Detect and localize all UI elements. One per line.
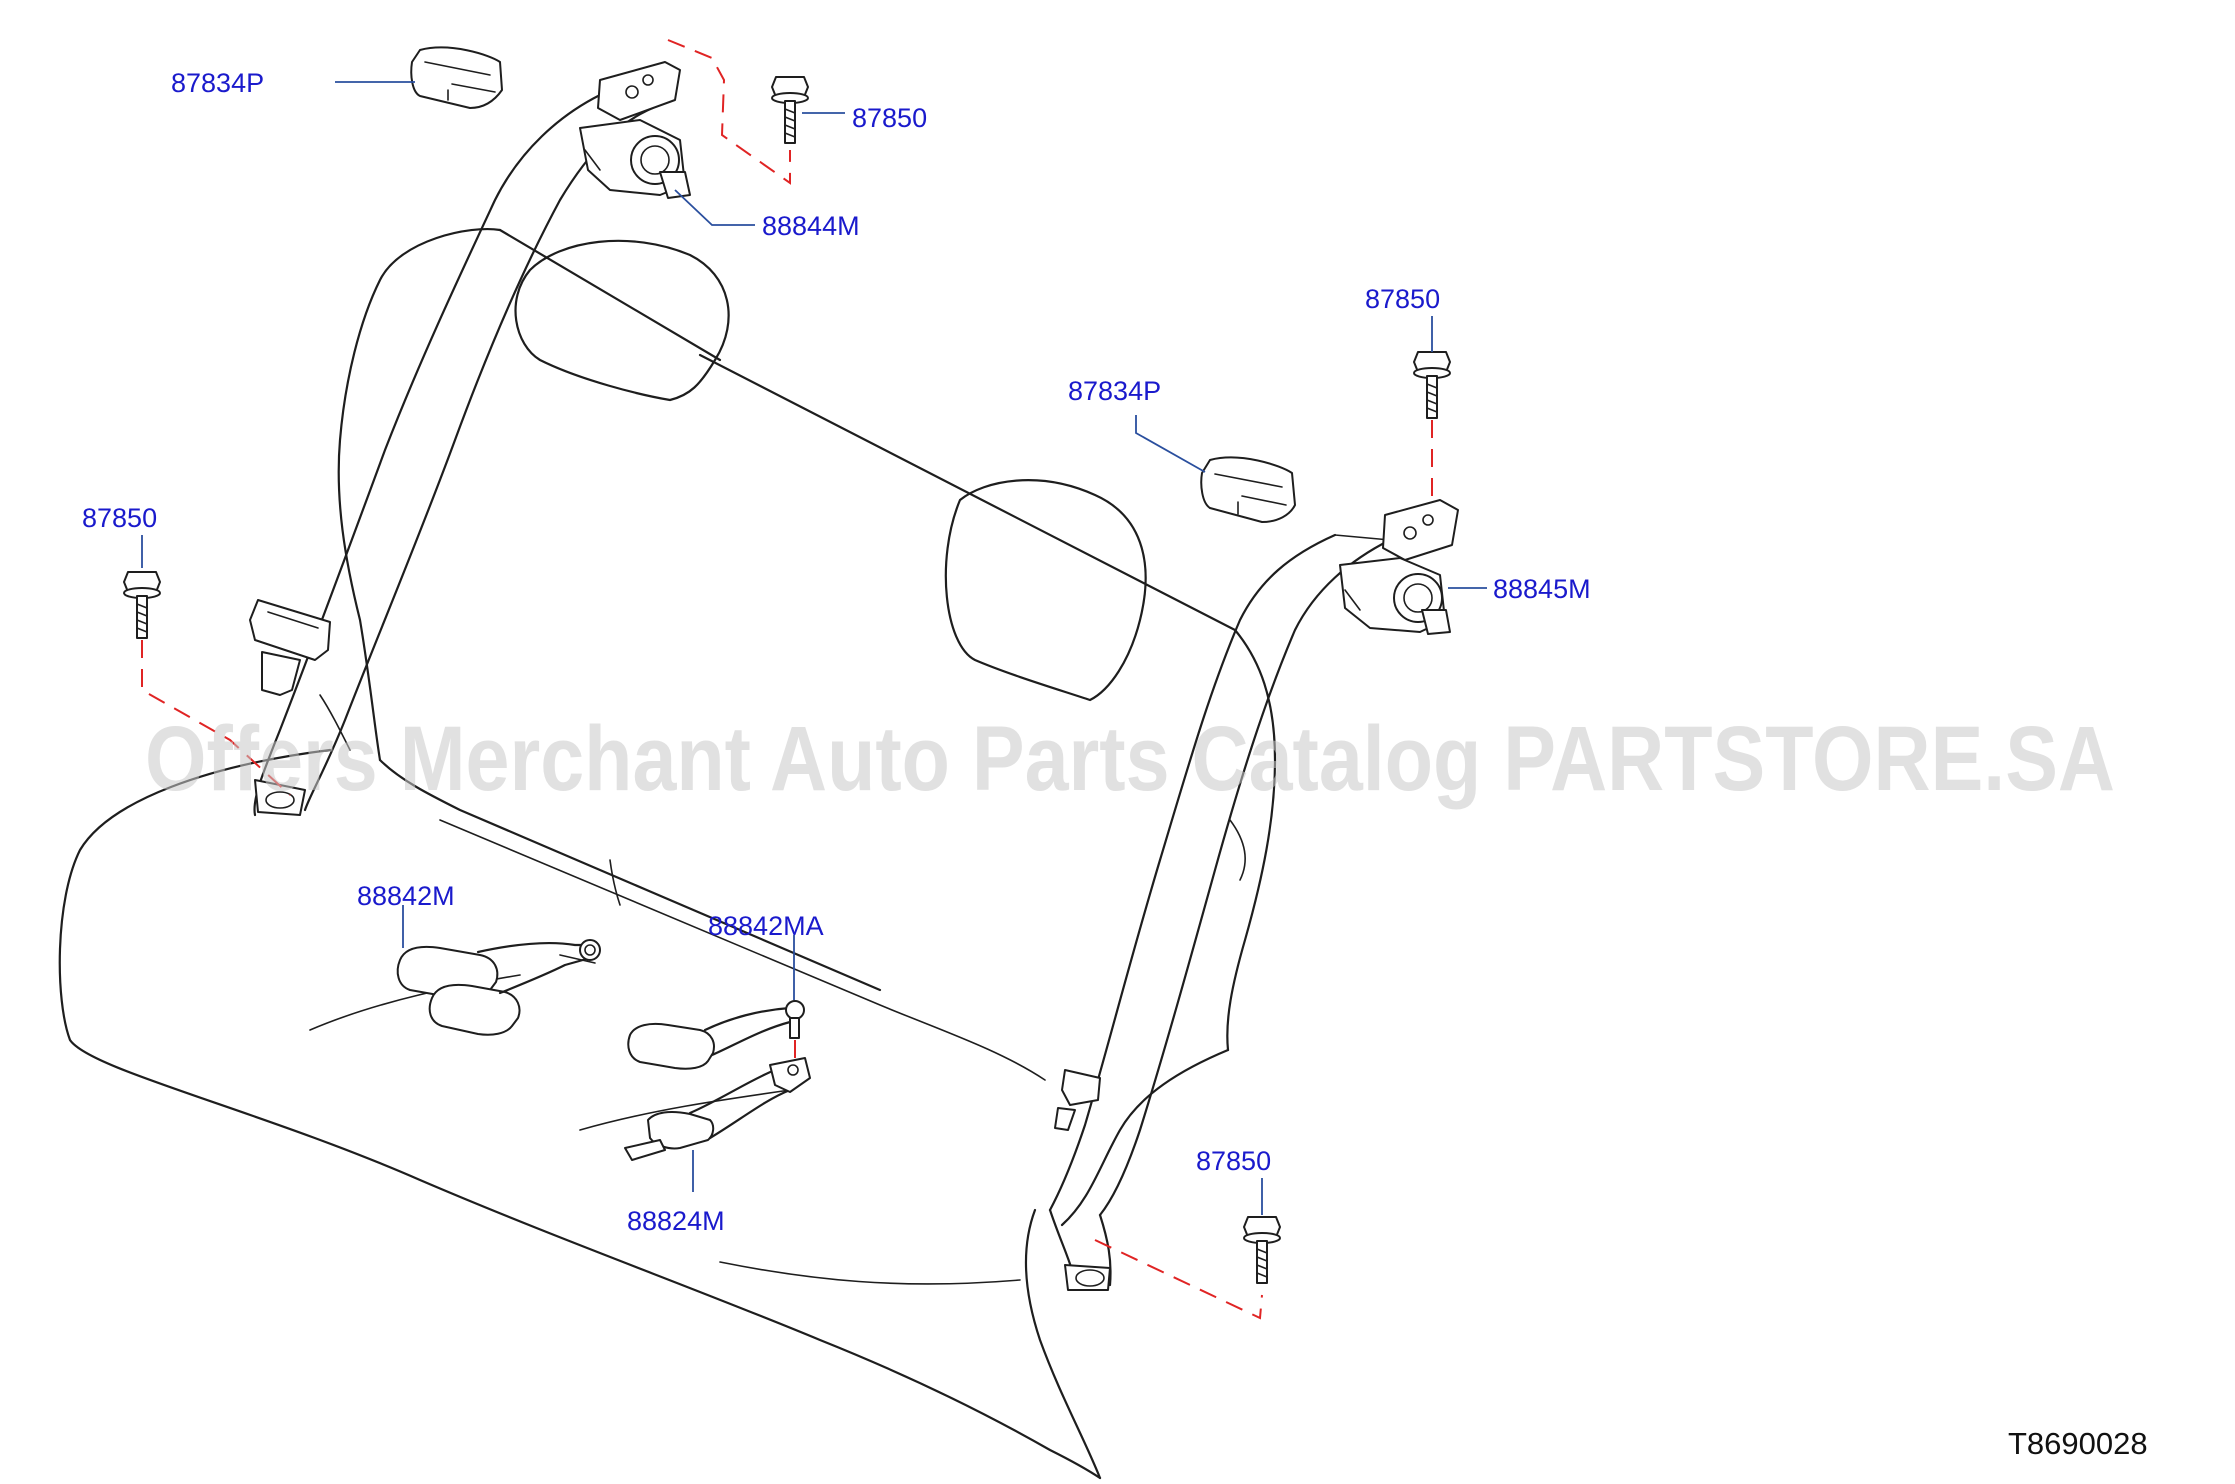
- document-id: T8690028: [2008, 1426, 2148, 1461]
- left-shoulder-belt: [249, 61, 691, 817]
- left-belt-guide: [249, 599, 331, 661]
- bolt-bottom-right: [1243, 1216, 1281, 1284]
- label-trim-cover-right: 87834P: [1068, 376, 1161, 406]
- label-trim-cover-left: 87834P: [171, 68, 264, 98]
- label-buckle-left: 88842M: [357, 881, 455, 911]
- left-lower-anchor: [254, 779, 306, 816]
- label-bolt-top-right: 87850: [1365, 284, 1440, 314]
- center-belt: [624, 1057, 811, 1161]
- part-labels: 87834P 87850 88844M 87850 87834P 88845M …: [82, 68, 1591, 1236]
- label-bolt-top-left: 87850: [852, 103, 927, 133]
- label-retractor-left: 88844M: [762, 211, 860, 241]
- left-belt-webbing: [253, 93, 602, 817]
- trim-cover-right: [1200, 456, 1296, 523]
- headrest-right: [944, 479, 1147, 702]
- label-bolt-bottom-right: 87850: [1196, 1146, 1271, 1176]
- right-shoulder-belt: [1048, 499, 1459, 1291]
- seat-cushion-outline: [58, 748, 1102, 1480]
- seat-back-outline: [337, 228, 502, 762]
- mounting-dash-lines: [141, 39, 1433, 1320]
- buckle-left: [396, 939, 601, 1036]
- label-buckle-center: 88842MA: [708, 911, 824, 941]
- trim-cover-left: [410, 46, 503, 109]
- right-belt-guide: [1061, 1069, 1101, 1106]
- left-tongue-plate: [261, 651, 301, 696]
- watermark: Offers Merchant Auto Parts Catalog PARTS…: [145, 708, 2115, 810]
- retractor-right-bracket: [1382, 499, 1459, 561]
- buckle-center: [627, 1000, 805, 1070]
- retractor-left: [579, 119, 691, 199]
- label-bolt-side-left: 87850: [82, 503, 157, 533]
- label-retractor-right: 88845M: [1493, 574, 1591, 604]
- bolt-top-right: [1413, 351, 1451, 419]
- right-belt-webbing: [1048, 533, 1337, 1212]
- right-tongue-plate: [1054, 1107, 1076, 1131]
- retractor-right: [1339, 557, 1451, 635]
- headrest-left: [514, 239, 730, 402]
- bolt-side-left: [123, 571, 161, 639]
- bolt-top-left: [771, 76, 809, 144]
- retractor-left-bracket: [597, 61, 681, 121]
- label-center-belt: 88824M: [627, 1206, 725, 1236]
- leader-lines: [141, 81, 1487, 1215]
